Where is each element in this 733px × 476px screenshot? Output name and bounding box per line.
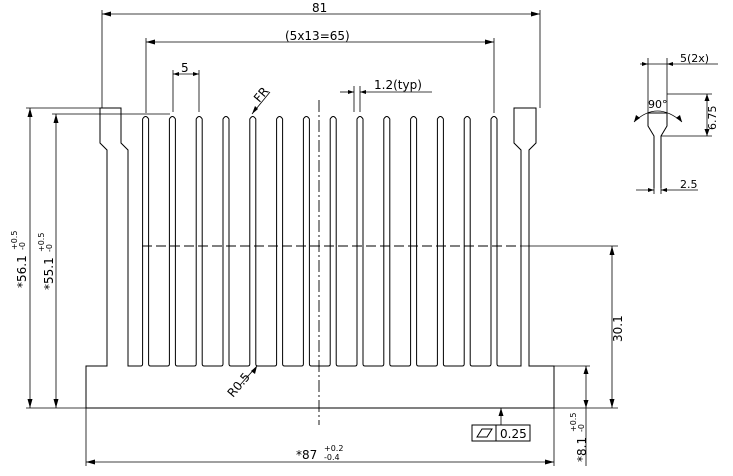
height-55-tol-upper: +0.5 [37,233,46,252]
flatness-callout: 0.25 [471,408,531,442]
fin-radius-text: FR [251,84,272,105]
dimension-base-width: *87 +0.2 -0.4 [85,408,555,466]
dim-81-text: 81 [312,1,327,15]
flatness-symbol-icon [476,428,493,438]
root-radius-leader: R0.5 [225,365,258,400]
fin-radius-leader: FR [251,84,272,115]
dimension-fin-group: (5x13=65) [145,29,495,113]
dim-pitch-text: 5 [181,61,189,75]
height-56-tol-lower: -0 [18,242,27,250]
dim-fin-group-text: (5x13=65) [285,29,350,43]
base-width-tol-upper: +0.2 [324,444,343,453]
side-thickness-text: 2.5 [680,178,698,191]
base-thickness-text: *8.1 [575,437,589,462]
inner-height-text: 30.1 [611,315,625,342]
side-angle-text: 90° [648,98,668,111]
flatness-text: 0.25 [500,427,527,441]
height-55-tol-lower: -0 [45,244,54,252]
svg-text:*55.1: *55.1 [42,257,56,290]
fin-thickness-text: 1.2(typ) [374,78,422,92]
base-thickness-tol-lower: -0 [577,424,586,432]
root-radius-text: R0.5 [225,370,253,400]
dimension-height-55: *55.1 +0.5 -0 [37,113,170,408]
side-fin-detail: 5(2x) 6.75 90° 2.5 [633,52,719,194]
dimension-fin-thickness: 1.2(typ) [340,78,432,112]
base-width-tol-lower: -0.4 [324,453,340,462]
height-56-tol-upper: +0.5 [10,231,19,250]
side-fin-width-text: 5(2x) [680,52,709,65]
dimension-81: 81 [101,1,541,108]
dimension-base-thickness: *8.1 +0.5 -0 [554,365,590,466]
base-width-text: *87 [296,448,317,462]
height-56-text: *56.1 [15,255,29,288]
heatsink-outline [85,107,555,409]
side-height-text: 6.75 [706,106,719,131]
dimension-inner-height: 30.1 [554,246,625,409]
profile-path [85,107,555,409]
svg-text:*56.1: *56.1 [15,255,29,288]
dimension-pitch: 5 [172,61,200,112]
height-55-text: *55.1 [42,257,56,290]
base-thickness-tol-upper: +0.5 [569,413,578,432]
